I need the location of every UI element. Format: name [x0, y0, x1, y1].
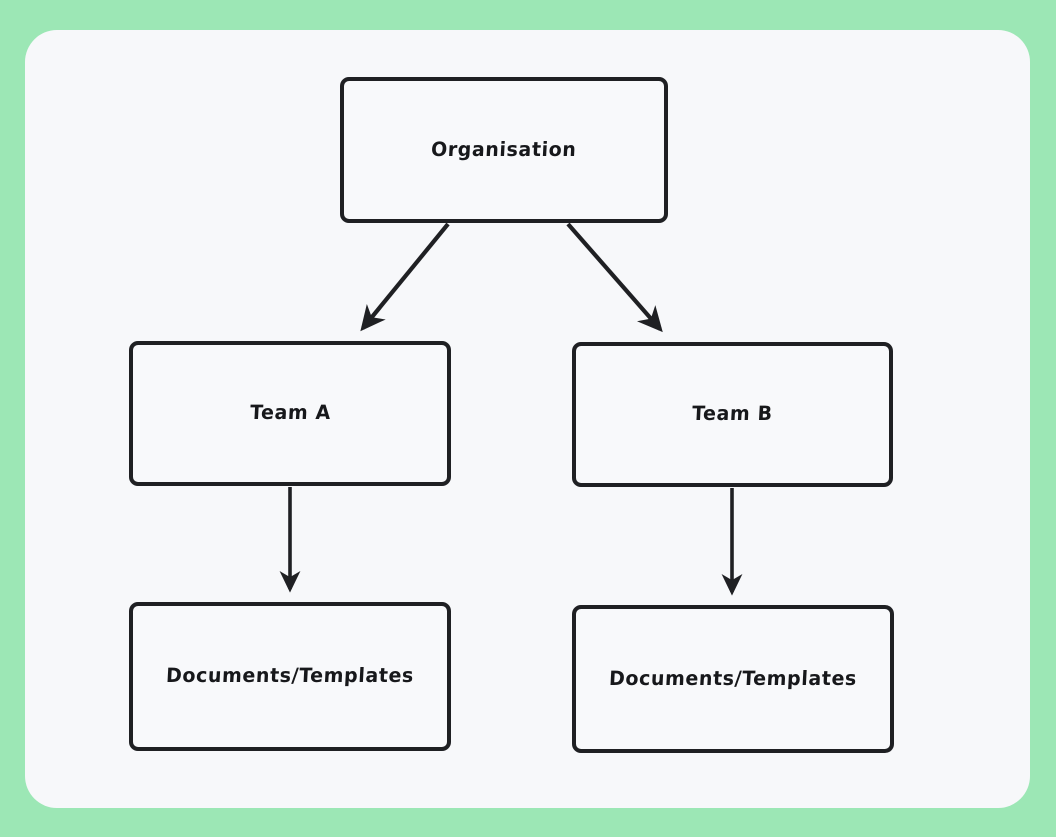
node-documents-templates-a[interactable]: Documents/Templates	[129, 602, 451, 751]
node-organisation-label: Organisation	[430, 138, 578, 162]
node-documents-templates-a-label: Documents/Templates	[165, 664, 415, 688]
node-team-b-label: Team B	[691, 402, 774, 426]
node-team-b[interactable]: Team B	[572, 342, 893, 487]
node-team-a-label: Team A	[248, 401, 332, 425]
node-documents-templates-b[interactable]: Documents/Templates	[572, 605, 894, 753]
node-team-a[interactable]: Team A	[129, 341, 451, 486]
edge-organisation-to-team-a	[360, 222, 450, 332]
node-organisation[interactable]: Organisation	[340, 77, 668, 223]
node-documents-templates-b-label: Documents/Templates	[608, 667, 858, 691]
edge-organisation-to-team-b	[566, 222, 663, 333]
